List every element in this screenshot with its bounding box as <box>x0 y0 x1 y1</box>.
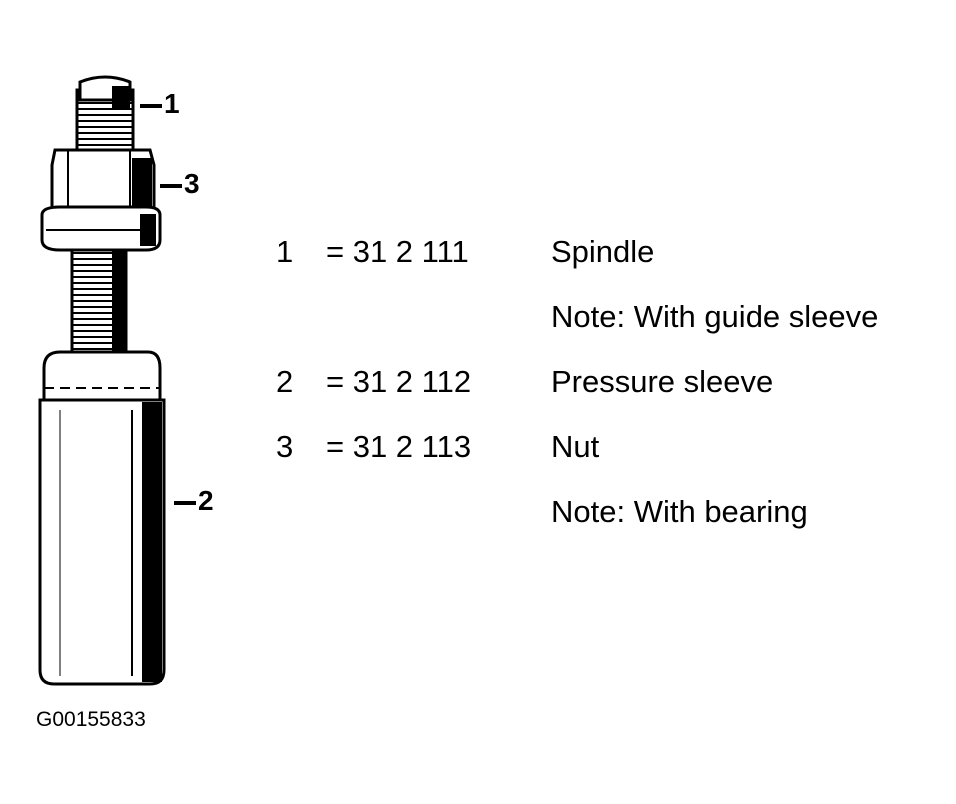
leader-line <box>174 500 196 505</box>
pressure-sleeve <box>38 350 166 686</box>
tool-illustration <box>38 75 166 686</box>
figure-id: G00155833 <box>36 708 146 731</box>
part-number: 2 <box>276 364 294 399</box>
part-number: 3 <box>276 429 294 464</box>
part-note: Note: With guide sleeve <box>551 299 879 334</box>
part-description: Spindle <box>551 234 655 269</box>
part-description: Pressure sleeve <box>551 364 774 399</box>
callout-3: 3 <box>160 170 200 198</box>
part-code: = 31 2 111 <box>326 234 469 269</box>
part-code: = 31 2 113 <box>326 429 472 464</box>
part-number: 1 <box>276 234 294 269</box>
callout-2: 2 <box>174 487 214 515</box>
callout-1: 1 <box>140 90 180 118</box>
callout-label: 2 <box>198 485 214 516</box>
leader-line <box>160 183 182 188</box>
leader-line <box>140 103 162 108</box>
part-description: Nut <box>551 429 600 464</box>
nut <box>40 148 162 252</box>
part-note: Note: With bearing <box>551 494 808 529</box>
callout-label: 3 <box>184 168 200 199</box>
callout-label: 1 <box>164 88 180 119</box>
part-code: = 31 2 112 <box>326 364 472 399</box>
